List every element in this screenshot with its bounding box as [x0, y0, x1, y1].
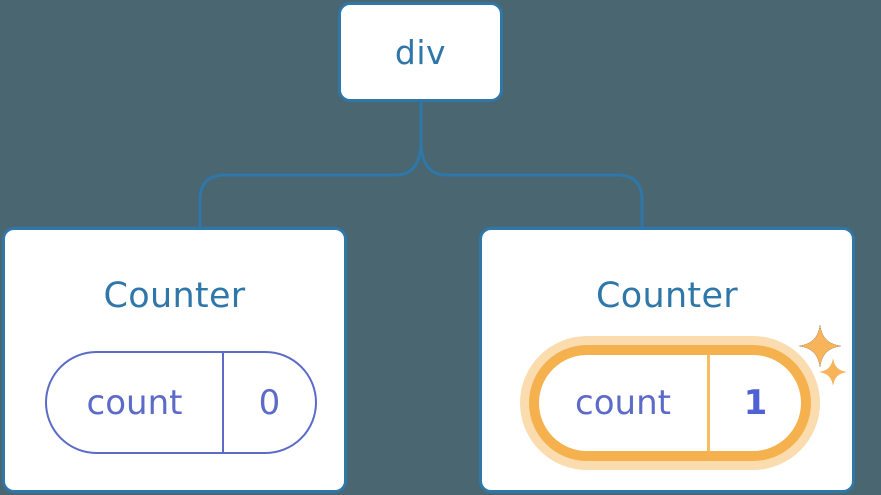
node-div[interactable]: div: [338, 2, 503, 102]
connector-branch-right: [419, 138, 644, 232]
state-pill-count-right-highlighted[interactable]: count 1: [520, 336, 820, 470]
state-pill-key: count: [47, 353, 224, 452]
state-pill-inner: count 1: [539, 355, 801, 451]
state-pill-count-left[interactable]: count 0: [45, 351, 317, 454]
state-pill-key: count: [539, 355, 710, 451]
state-pill-value: 0: [258, 382, 281, 423]
node-div-tag: div: [394, 32, 447, 72]
node-counter-left-title: Counter: [103, 276, 246, 316]
sparkle-large-icon: [799, 325, 841, 367]
state-pill-value: 1: [743, 383, 768, 423]
connector-branch-left: [198, 138, 423, 232]
node-counter-right[interactable]: Counter count 1: [479, 227, 855, 493]
sparkle-small-icon: [819, 358, 847, 386]
node-counter-right-title: Counter: [596, 276, 738, 316]
node-counter-left[interactable]: Counter count 0: [2, 227, 347, 493]
